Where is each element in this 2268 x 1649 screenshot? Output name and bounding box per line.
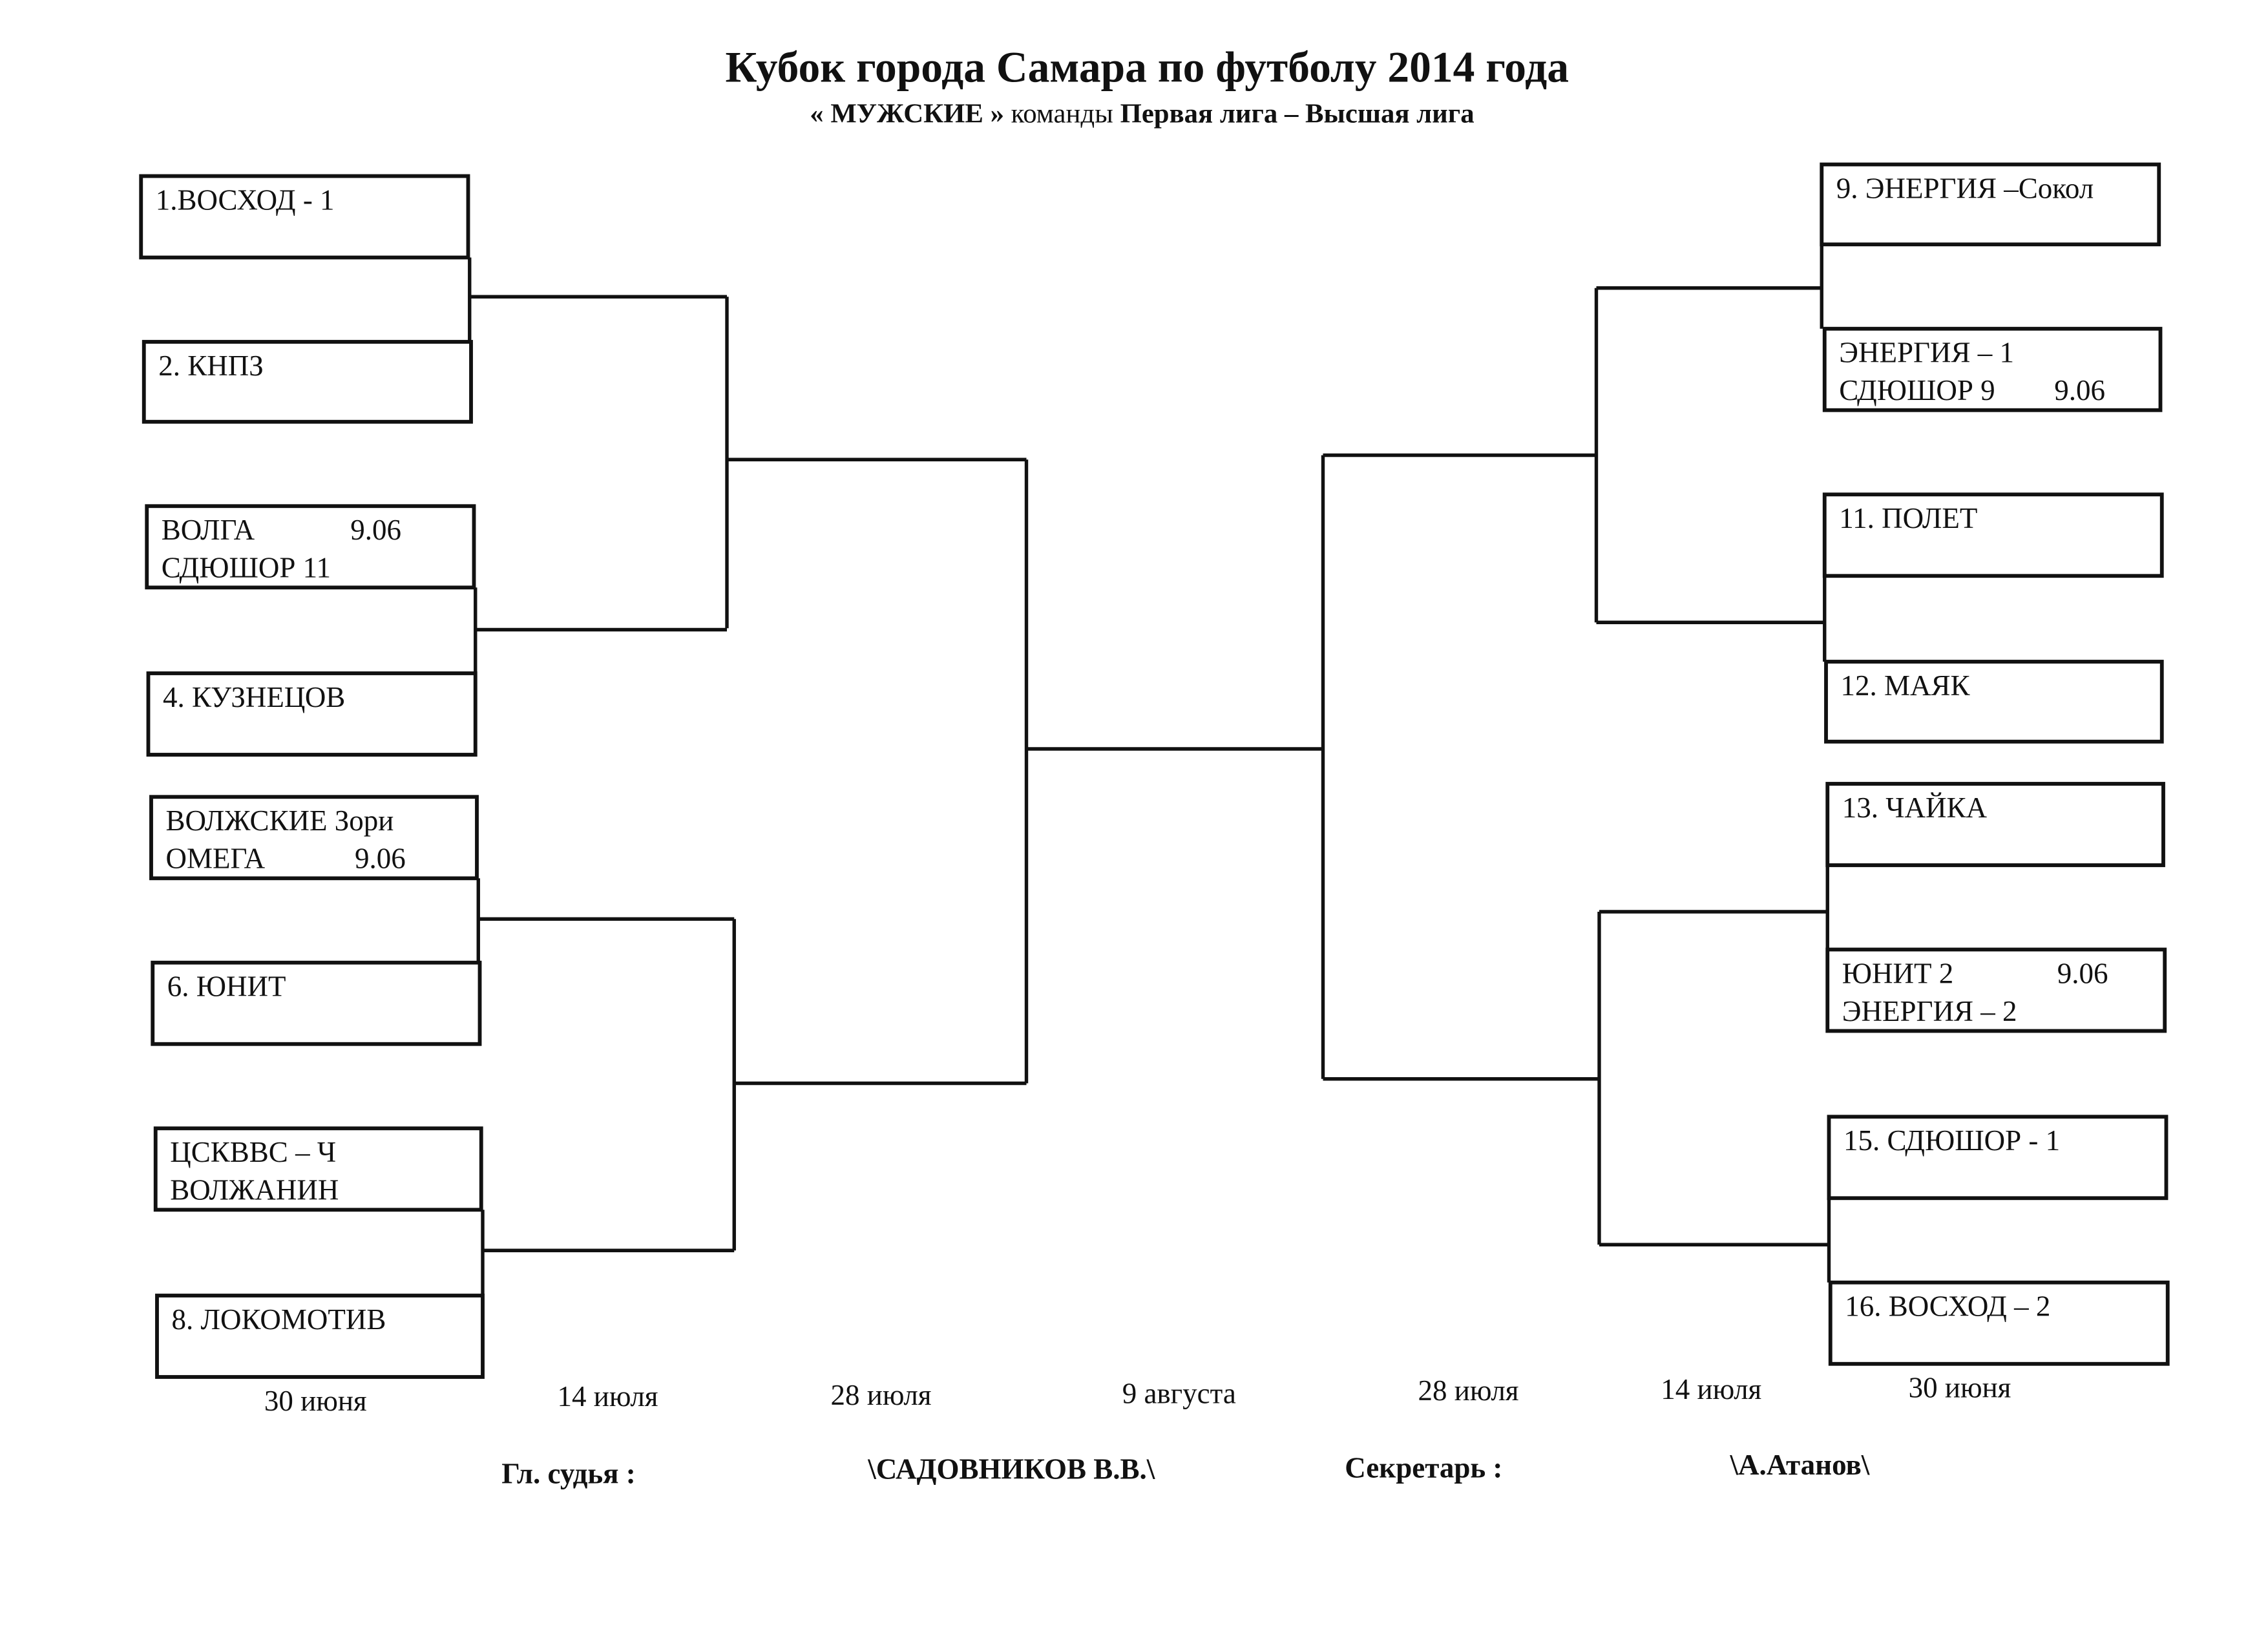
match-date: 9.06 <box>350 514 401 546</box>
bracket-connector <box>1596 576 1827 662</box>
subtitle-men: « МУЖСКИЕ » <box>810 98 1004 129</box>
team-name: 11. ПОЛЕТ <box>1839 502 1977 534</box>
team-box <box>153 1126 483 1212</box>
document-title: Кубок города Самара по футболу 2014 года <box>726 43 1569 91</box>
round-dates: 30 июня 14 июля 28 июля 9 августа 28 июля 14 … <box>264 1372 2011 1417</box>
judge-label: Гл. судья : <box>501 1457 636 1489</box>
team-box <box>1822 492 2164 578</box>
bracket-connector <box>1599 865 1829 950</box>
bracket-connector <box>476 878 735 963</box>
team-box <box>142 340 473 424</box>
bracket-connector <box>1024 459 1323 1084</box>
team-name-second: СДЮШОР 9 <box>1839 374 1995 406</box>
team-box <box>1822 326 2163 412</box>
secretary-name: \А.Атанов\ <box>1730 1449 1870 1481</box>
team-box <box>149 795 479 881</box>
team-slot-right-1: 9. ЭНЕРГИЯ –Сокол <box>1820 162 2161 247</box>
team-name: 9. ЭНЕРГИЯ –Сокол <box>1836 172 2094 204</box>
round-date: 14 июля <box>1661 1373 1761 1405</box>
bracket-connector <box>474 587 727 673</box>
match-date: 9.06 <box>355 843 406 875</box>
bracket-lines <box>468 244 1831 1296</box>
bracket-connector <box>1596 244 1823 329</box>
round-date: 30 июня <box>1909 1372 2011 1404</box>
team-slot-right-7: 15. СДЮШОР - 1 <box>1827 1115 2168 1201</box>
team-box <box>1820 162 2161 247</box>
team-name: 16. ВОСХОД – 2 <box>1845 1290 2050 1323</box>
bracket-connector <box>1323 912 1601 1245</box>
match-date: 9.06 <box>2057 957 2108 989</box>
team-name: ВОЛЖСКИЕ Зори <box>166 804 394 837</box>
team-slot-right-8: 16. ВОСХОД – 2 <box>1828 1280 2170 1366</box>
bracket-connector <box>468 257 727 342</box>
round-date: 9 августа <box>1122 1378 1236 1410</box>
team-name: ВОЛГА <box>162 514 255 546</box>
team-box <box>139 174 470 260</box>
team-slot-right-2: ЭНЕРГИЯ – 1 СДЮШОР 9 9.06 <box>1822 326 2163 412</box>
team-box <box>151 960 482 1046</box>
judge-name: \САДОВНИКОВ В.В.\ <box>867 1453 1155 1486</box>
team-box <box>155 1294 485 1379</box>
team-box <box>146 671 478 757</box>
team-slot-left-7: ЦСКВВС – Ч ВОЛЖАНИН <box>153 1126 483 1212</box>
team-name: 8. ЛОКОМОТИВ <box>172 1303 386 1336</box>
team-boxes: 1.ВОСХОД - 1 2. КНПЗ ВОЛГА СДЮШОР 11 9.06 4. … <box>139 162 2170 1379</box>
team-name: 1.ВОСХОД - 1 <box>156 184 335 216</box>
secretary-label: Секретарь : <box>1345 1451 1502 1484</box>
bracket-connector <box>1323 288 1599 623</box>
team-name: ЭНЕРГИЯ – 1 <box>1839 337 2014 369</box>
team-name-second: СДЮШОР 11 <box>162 552 331 584</box>
team-box <box>1824 660 2164 744</box>
team-box <box>1825 947 2167 1033</box>
team-slot-right-6: ЮНИТ 2 ЭНЕРГИЯ – 2 9.06 <box>1825 947 2167 1033</box>
team-slot-left-3: ВОЛГА СДЮШОР 11 9.06 <box>145 504 476 590</box>
round-date: 28 июля <box>1418 1374 1519 1407</box>
team-name: 6. ЮНИТ <box>167 971 286 1003</box>
team-name-second: ОМЕГА <box>166 843 266 875</box>
team-name: 2. КНПЗ <box>158 350 264 382</box>
team-name: ЦСКВВС – Ч <box>170 1136 336 1168</box>
team-slot-left-2: 2. КНПЗ <box>142 340 473 424</box>
team-box <box>1828 1280 2170 1366</box>
team-name: ЮНИТ 2 <box>1842 957 1954 989</box>
match-date: 9.06 <box>2054 374 2105 406</box>
team-slot-right-3: 11. ПОЛЕТ <box>1822 492 2164 578</box>
round-date: 14 июля <box>558 1380 658 1413</box>
round-date: 30 июня <box>264 1385 367 1417</box>
bracket-connector <box>1599 1198 1831 1283</box>
team-slot-left-4: 4. КУЗНЕЦОВ <box>146 671 478 757</box>
subtitle-leagues: Первая лига – Высшая лига <box>1120 98 1475 129</box>
bracket-connector <box>481 1210 735 1296</box>
subtitle-gender: « МУЖСКИЕ » команды Первая лига – Высшая… <box>810 98 1474 129</box>
team-name: 15. СДЮШОР - 1 <box>1843 1124 2060 1157</box>
team-name-second: ВОЛЖАНИН <box>170 1174 339 1206</box>
team-box <box>1825 782 2165 867</box>
bracket-connector <box>732 919 1027 1251</box>
team-slot-left-8: 8. ЛОКОМОТИВ <box>155 1294 485 1379</box>
team-box <box>1827 1115 2168 1201</box>
team-name: 12. МАЯК <box>1841 669 1971 702</box>
round-date: 28 июля <box>831 1379 932 1411</box>
team-slot-left-1: 1.ВОСХОД - 1 <box>139 174 470 260</box>
team-slot-right-4: 12. МАЯК <box>1824 660 2164 744</box>
team-slot-right-5: 13. ЧАЙКА <box>1825 782 2165 867</box>
team-name: 13. ЧАЙКА <box>1842 792 1988 824</box>
bracket-connector <box>725 297 1027 629</box>
team-name: 4. КУЗНЕЦОВ <box>163 681 345 713</box>
team-slot-left-6: 6. ЮНИТ <box>151 960 482 1046</box>
team-name-second: ЭНЕРГИЯ – 2 <box>1842 995 2017 1027</box>
subtitle-teams: команды <box>1011 98 1113 129</box>
team-box <box>145 504 476 590</box>
